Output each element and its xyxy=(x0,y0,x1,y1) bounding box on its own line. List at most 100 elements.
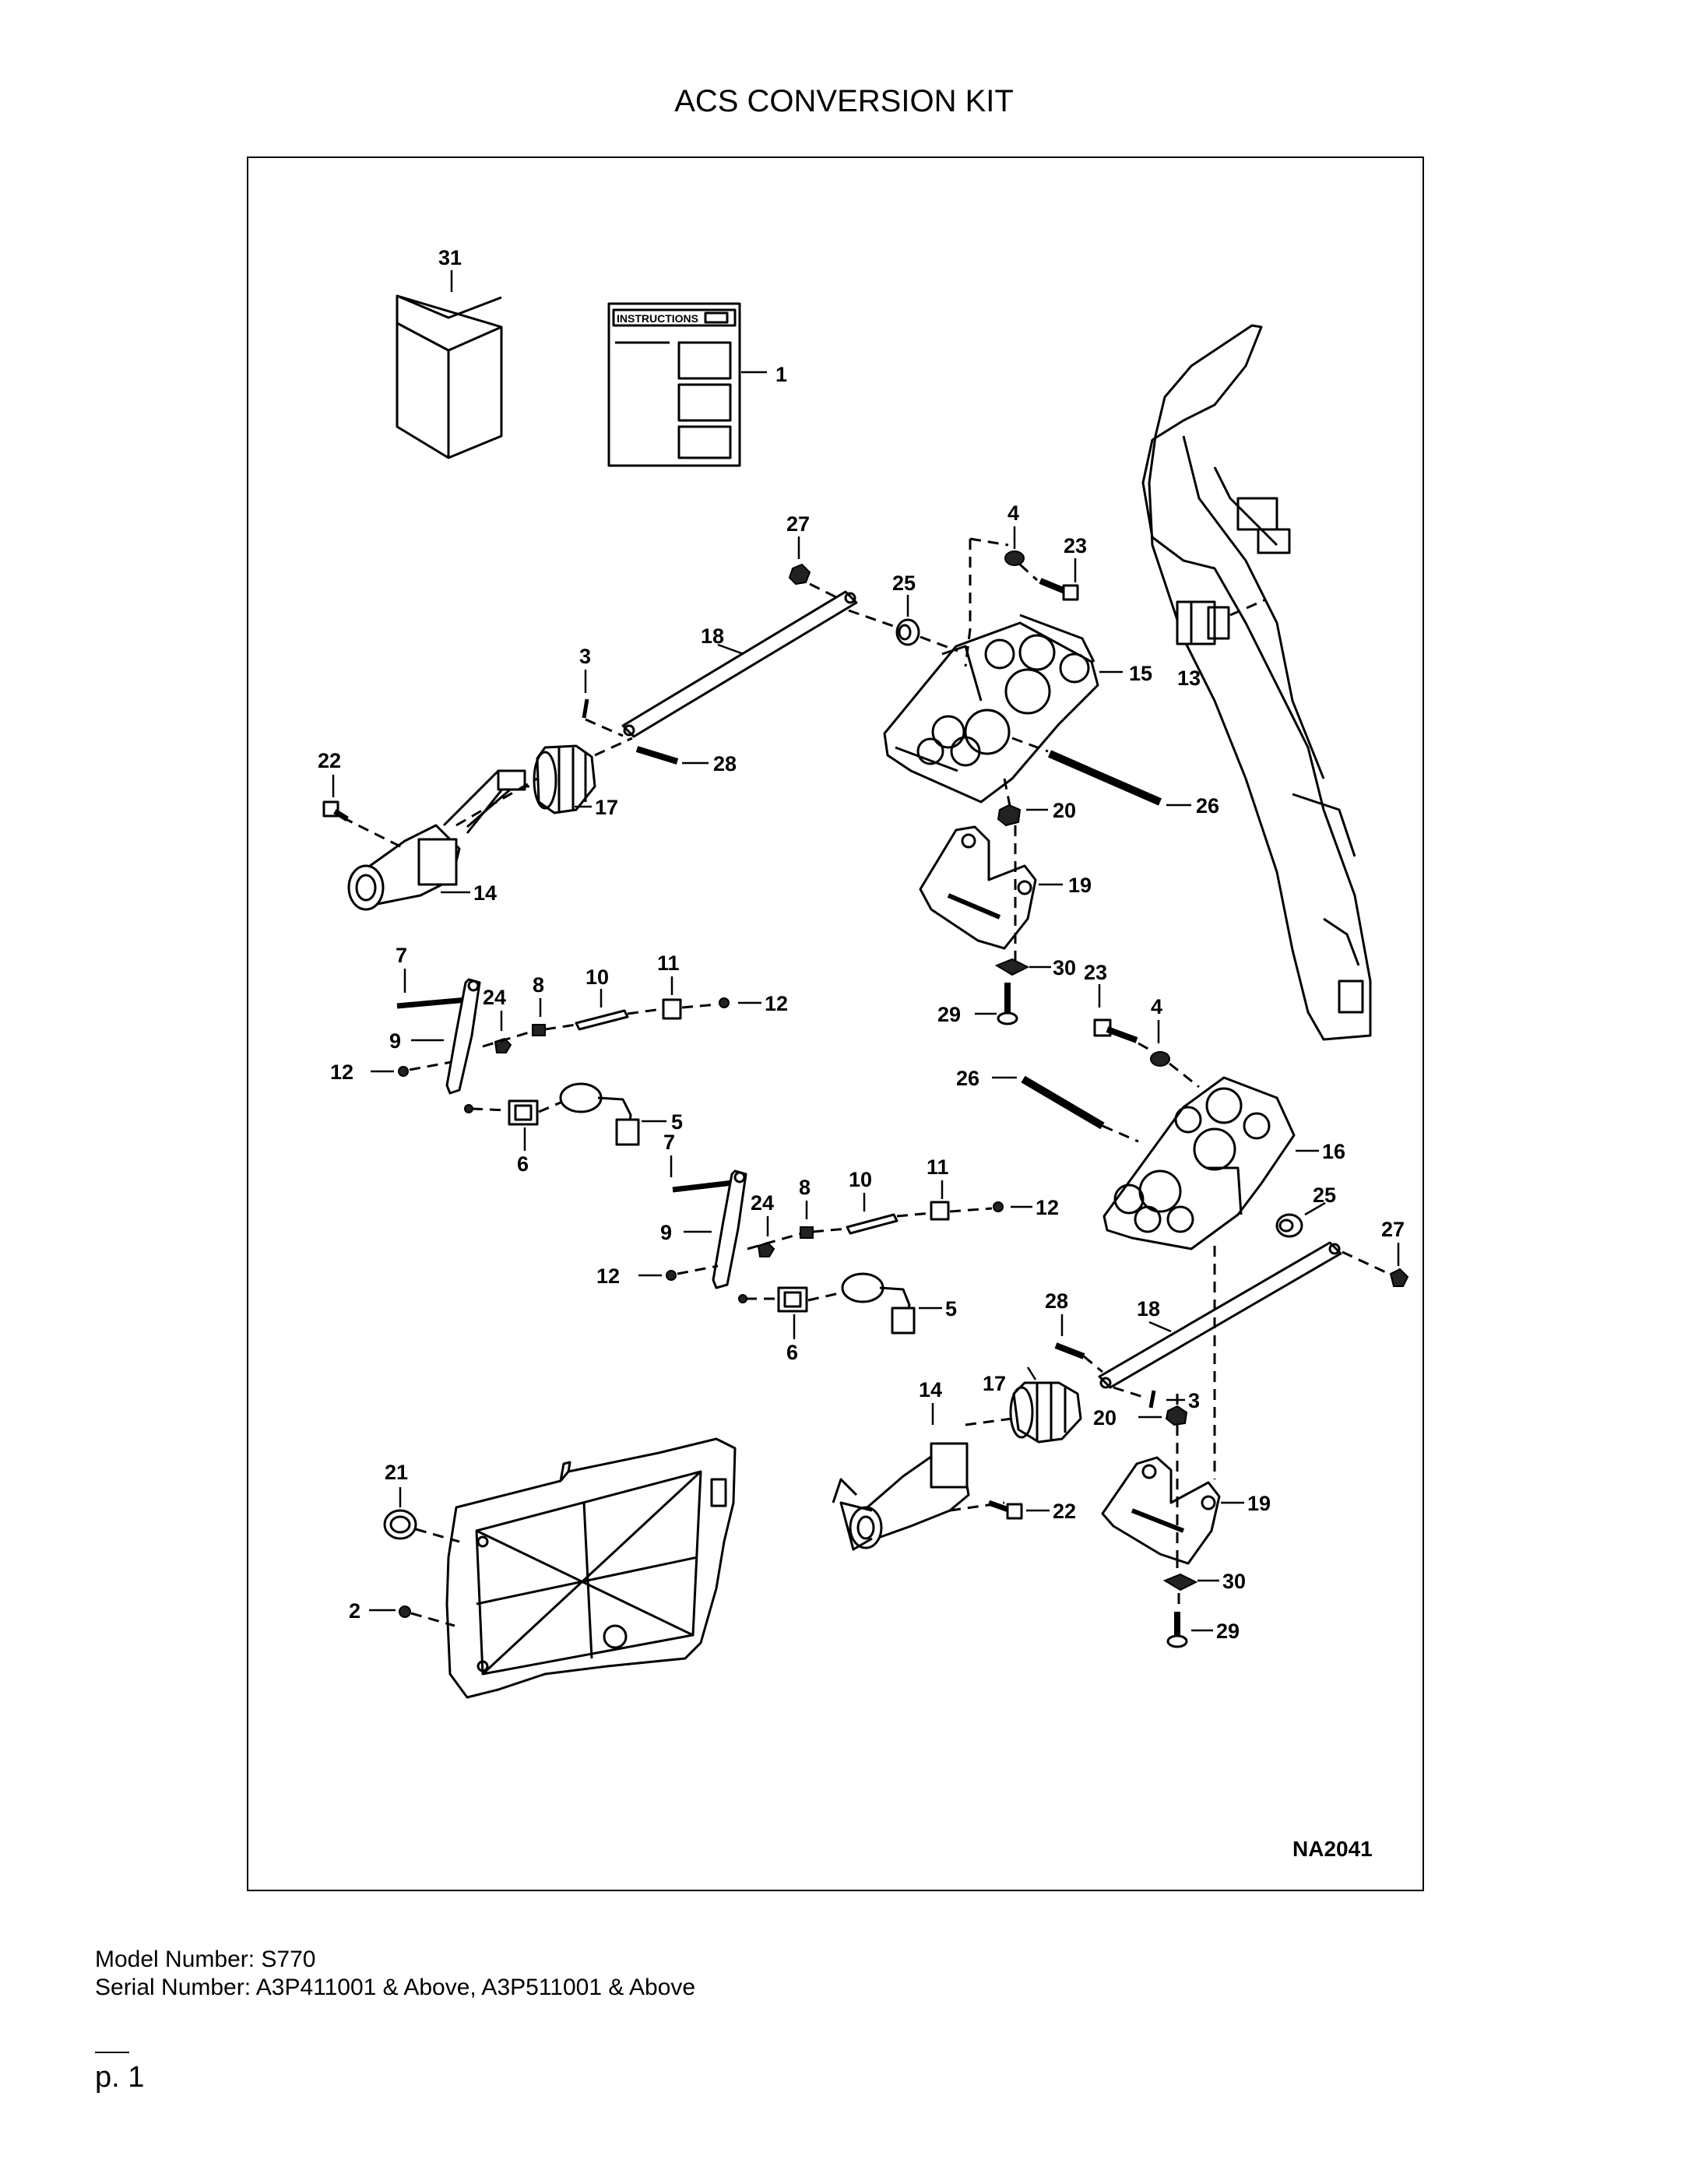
frame-pillar-structure xyxy=(1141,324,1372,1041)
part-7-pin-icon xyxy=(396,997,468,1009)
callout-26: 26 xyxy=(1196,794,1219,818)
callout-3: 3 xyxy=(1188,1389,1200,1412)
part-14-actuator-icon xyxy=(347,769,529,911)
callout-25: 25 xyxy=(892,571,916,595)
part-12-pin-icon xyxy=(993,1201,1004,1212)
callout-26: 26 xyxy=(956,1067,979,1090)
callout-12: 12 xyxy=(596,1264,620,1288)
callout-1: 1 xyxy=(775,363,787,386)
model-number: Model Number: S770 xyxy=(95,1947,316,1972)
diagram-reference-code: NA2041 xyxy=(1292,1837,1373,1861)
part-1-instructions-icon: INSTRUCTIONS xyxy=(607,302,741,467)
part-29-bolt-icon xyxy=(1166,1612,1188,1648)
callout-20: 20 xyxy=(1053,799,1076,822)
callout-6: 6 xyxy=(786,1341,798,1364)
part-19-bracket-icon xyxy=(919,825,1037,950)
part-19-bracket-icon xyxy=(1101,1456,1221,1565)
callout-24: 24 xyxy=(483,986,506,1009)
part-5-sensor-icon xyxy=(841,1272,916,1335)
callout-28: 28 xyxy=(1045,1289,1068,1313)
callout-29: 29 xyxy=(1216,1620,1240,1643)
callout-22: 22 xyxy=(1053,1500,1076,1523)
callout-13: 13 xyxy=(1177,666,1201,690)
part-26-pin-icon xyxy=(1047,750,1162,806)
part-25-nut-icon xyxy=(1275,1213,1303,1238)
part-28-pin-icon xyxy=(1054,1342,1085,1359)
part-25-nut-icon xyxy=(895,618,920,646)
part-11-nut-icon xyxy=(930,1201,950,1221)
callout-8: 8 xyxy=(533,973,544,997)
part-3-pin-icon xyxy=(582,698,589,719)
part-4-washer-icon xyxy=(1150,1051,1170,1067)
part-9-lever-icon xyxy=(445,978,481,1095)
page-number-rule xyxy=(95,2052,129,2053)
part-10-rod-icon xyxy=(846,1213,899,1235)
callout-10: 10 xyxy=(849,1168,872,1191)
callout-16: 16 xyxy=(1322,1140,1345,1163)
part-18-rod-icon xyxy=(1098,1241,1342,1389)
floor-panel-icon xyxy=(445,1437,737,1699)
callout-12: 12 xyxy=(1036,1196,1059,1219)
callout-5: 5 xyxy=(671,1110,683,1134)
part-17-boot-icon xyxy=(533,744,596,814)
part-2-plug-icon xyxy=(399,1605,411,1618)
part-20-nut-icon xyxy=(997,804,1022,827)
callout-20: 20 xyxy=(1093,1406,1117,1430)
callout-4: 4 xyxy=(1008,501,1019,525)
callout-10: 10 xyxy=(586,965,609,989)
part-6-bracket-icon xyxy=(777,1286,808,1313)
callout-23: 23 xyxy=(1064,534,1087,557)
instructions-label: INSTRUCTIONS xyxy=(617,312,698,325)
page-number: p. 1 xyxy=(95,2061,145,2094)
callout-17: 17 xyxy=(595,796,618,819)
callout-22: 22 xyxy=(318,749,341,772)
callout-12: 12 xyxy=(330,1060,353,1084)
part-13-switch-icon xyxy=(1176,600,1230,645)
part-30-washer-icon xyxy=(994,958,1030,976)
part-6-bracket-icon xyxy=(508,1099,539,1126)
callout-3: 3 xyxy=(579,645,591,668)
model-info: Model Number: S770 Serial Number: A3P411… xyxy=(95,1946,695,2002)
callout-4: 4 xyxy=(1151,995,1162,1018)
part-26-pin-icon xyxy=(1021,1075,1105,1130)
part-20-nut-icon xyxy=(1165,1405,1188,1426)
part-16-pedal-icon xyxy=(1102,1076,1296,1250)
callout-11: 11 xyxy=(657,951,680,975)
part-22-bolt-icon xyxy=(987,1500,1023,1520)
part-22-bolt-icon xyxy=(322,800,349,821)
callout-17: 17 xyxy=(983,1372,1006,1395)
part-15-pedal-icon xyxy=(883,614,1099,804)
part-27-nut-icon xyxy=(1389,1268,1409,1287)
callout-19: 19 xyxy=(1247,1492,1271,1515)
part-4-washer-icon xyxy=(1004,550,1025,566)
callout-28: 28 xyxy=(713,752,737,775)
callout-29: 29 xyxy=(937,1003,961,1026)
part-3-pin-icon xyxy=(1148,1390,1156,1409)
callout-15: 15 xyxy=(1129,662,1152,685)
callout-14: 14 xyxy=(919,1378,942,1401)
callout-5: 5 xyxy=(945,1297,957,1321)
callout-2: 2 xyxy=(349,1599,360,1623)
part-14-actuator-icon xyxy=(832,1442,970,1551)
callout-31: 31 xyxy=(438,246,462,269)
part-11-nut-icon xyxy=(662,998,682,1020)
part-5-sensor-icon xyxy=(559,1082,640,1146)
serial-number: Serial Number: A3P411001 & Above, A3P511… xyxy=(95,1975,696,2000)
callout-14: 14 xyxy=(473,881,497,905)
callout-11: 11 xyxy=(927,1155,949,1179)
callout-19: 19 xyxy=(1068,874,1092,897)
part-29-bolt-icon xyxy=(997,983,1018,1025)
part-7-pin-icon xyxy=(672,1179,740,1193)
part-21-grommet-icon xyxy=(383,1509,417,1540)
part-31-box-icon xyxy=(396,294,503,459)
callout-18: 18 xyxy=(701,624,724,648)
part-30-washer-icon xyxy=(1162,1573,1198,1591)
callout-27: 27 xyxy=(1381,1218,1405,1241)
callout-7: 7 xyxy=(396,944,407,967)
part-12-pin-icon xyxy=(719,997,730,1008)
callout-24: 24 xyxy=(751,1191,774,1215)
callout-8: 8 xyxy=(799,1176,811,1199)
diagram-frame xyxy=(247,157,1424,1891)
page-title: ACS CONVERSION KIT xyxy=(674,84,1014,118)
